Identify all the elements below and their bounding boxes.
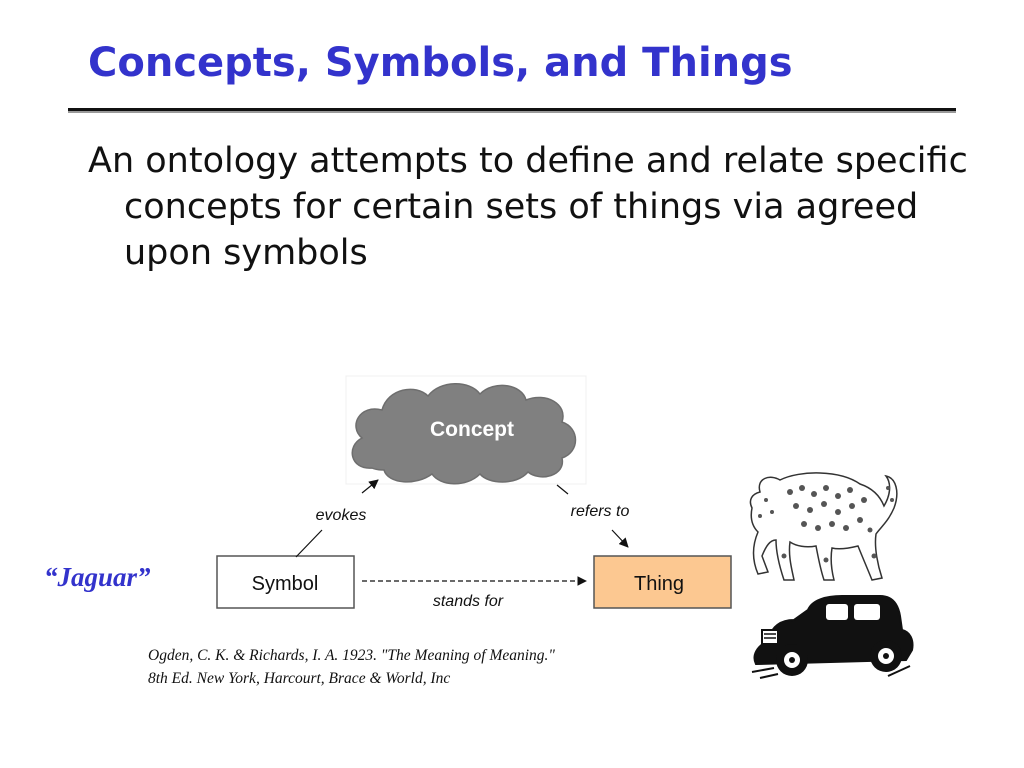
thing-label: Thing [634,573,684,595]
evokes-label: evokes [316,507,367,524]
jaguar-example-word: “Jaguar” [44,562,151,592]
vintage-car-icon [751,595,914,679]
jaguar-animal-icon [749,472,898,581]
slide-title: Concepts, Symbols, and Things [88,40,793,86]
evokes-edge-lower [295,529,323,558]
concept-cloud: Concept [345,375,587,485]
slide-body-text: An ontology attempts to define and relat… [88,141,968,273]
stands-for-label: stands for [433,593,504,610]
symbol-label: Symbol [252,573,319,595]
concept-label: Concept [430,418,514,441]
title-divider [68,108,956,111]
refers-to-edge-upper [556,484,569,495]
refers-to-label: refers to [571,503,630,520]
thing-node: Thing [593,555,732,609]
evokes-edge-upper [361,479,379,494]
refers-to-edge-lower [611,529,629,548]
citation-text: Ogden, C. K. & Richards, I. A. 1923. "Th… [148,647,555,687]
symbol-node: Symbol [216,555,355,609]
